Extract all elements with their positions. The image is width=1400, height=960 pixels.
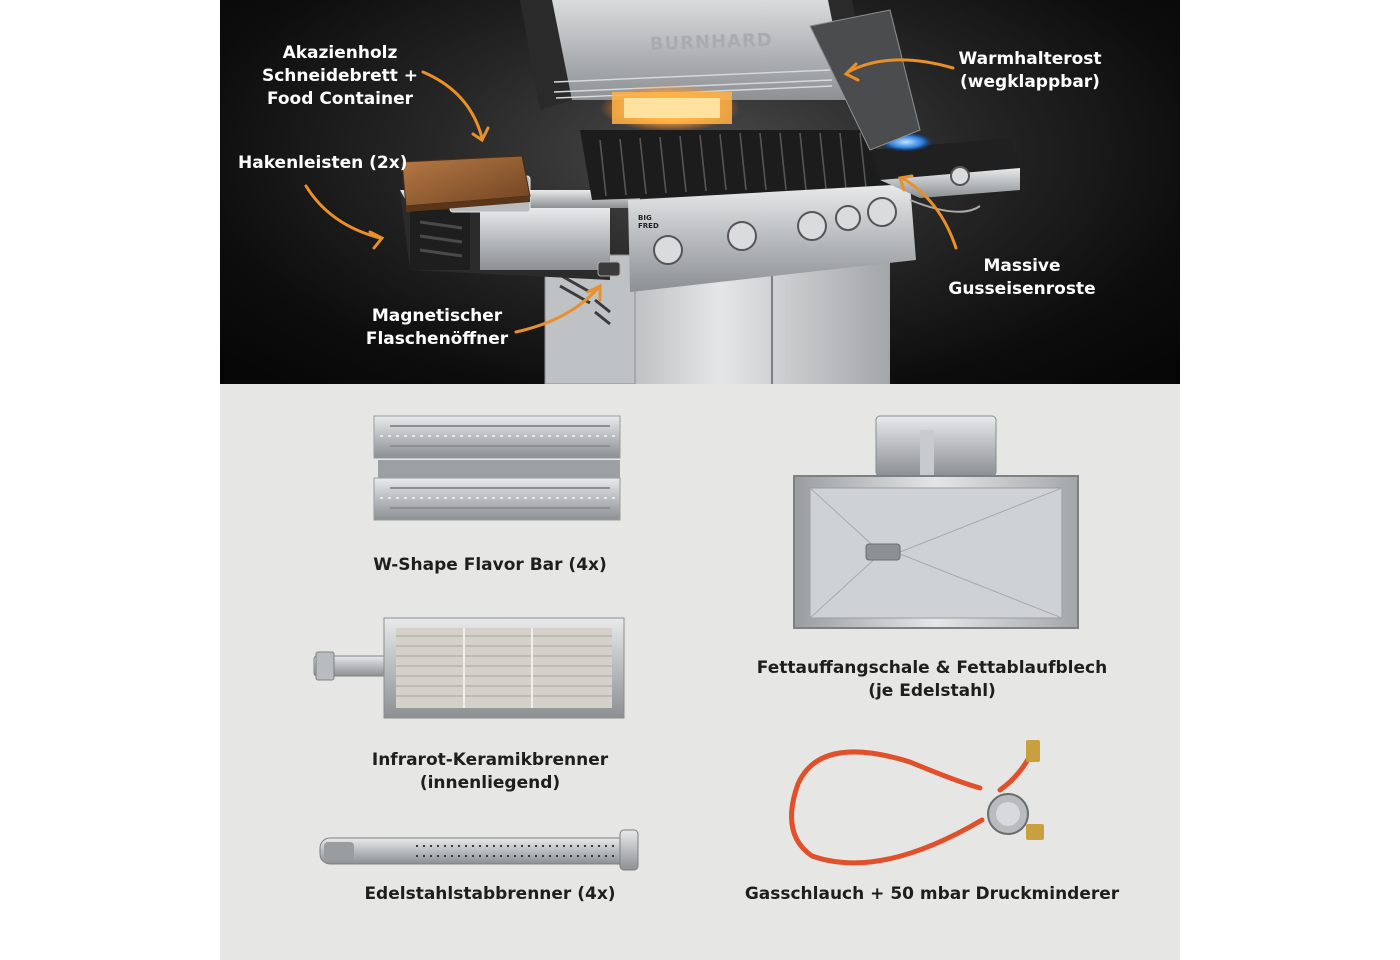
callout-hook-rails: Hakenleisten (2x) xyxy=(238,153,408,173)
knob-1[interactable] xyxy=(653,235,683,265)
tube-burner-image xyxy=(319,829,639,871)
bottle-opener xyxy=(597,261,621,277)
callout-cast-iron: Massive Gusseisenroste xyxy=(948,256,1096,299)
callout-arrows xyxy=(304,58,958,334)
gas-hose-image xyxy=(789,740,1044,866)
brand-logo: BURNHARD xyxy=(649,30,773,55)
parts-illustrations xyxy=(313,415,1079,871)
callout-bottle-opener: Magnetischer Flaschenöffner xyxy=(365,306,509,349)
knob-2[interactable] xyxy=(727,221,757,251)
label-infrared-burner: Infrarot-Keramikbrenner (innenliegend) xyxy=(371,750,609,793)
grill-lid xyxy=(550,0,848,100)
arrow-hook-rails xyxy=(304,184,382,240)
firebox xyxy=(580,130,890,200)
grill-hero-section: BURNHARD xyxy=(220,0,1180,384)
label-flavor-bar: W-Shape Flavor Bar (4x) xyxy=(373,555,607,575)
knob-4[interactable] xyxy=(835,205,861,231)
badge-line-2: FRED xyxy=(638,222,659,230)
product-feature-card: BURNHARD xyxy=(220,0,1180,960)
label-drip-tray: Fettauffangschale & Fettablaufblech (je … xyxy=(756,658,1108,701)
drip-tray-image xyxy=(793,415,1079,629)
parts-section: W-Shape Flavor Bar (4x) Fettauffangschal… xyxy=(220,384,1180,960)
arrow-bottle-opener xyxy=(514,286,600,334)
callout-cutting-board: Akazienholz Schneidebrett + Food Contain… xyxy=(261,43,419,109)
label-tube-burner: Edelstahlstabbrenner (4x) xyxy=(364,884,616,904)
control-knobs xyxy=(653,197,897,265)
side-burner-knob[interactable] xyxy=(950,166,970,186)
arrow-warming-rack xyxy=(846,58,955,74)
label-gas-hose: Gasschlauch + 50 mbar Druckminderer xyxy=(744,884,1120,904)
knob-3[interactable] xyxy=(797,211,827,241)
badge-line-1: BIG xyxy=(638,214,652,222)
grill-illustration: BURNHARD xyxy=(304,0,1020,384)
arrow-cast-iron xyxy=(900,176,958,250)
knob-5[interactable] xyxy=(867,197,897,227)
flavor-bar-image xyxy=(373,415,621,521)
infrared-burner-image xyxy=(313,617,625,719)
callout-warming-rack: Warmhalterost (wegklappbar) xyxy=(958,49,1102,92)
arrow-cutting-board xyxy=(421,70,484,140)
cast-iron-grate xyxy=(599,132,867,197)
